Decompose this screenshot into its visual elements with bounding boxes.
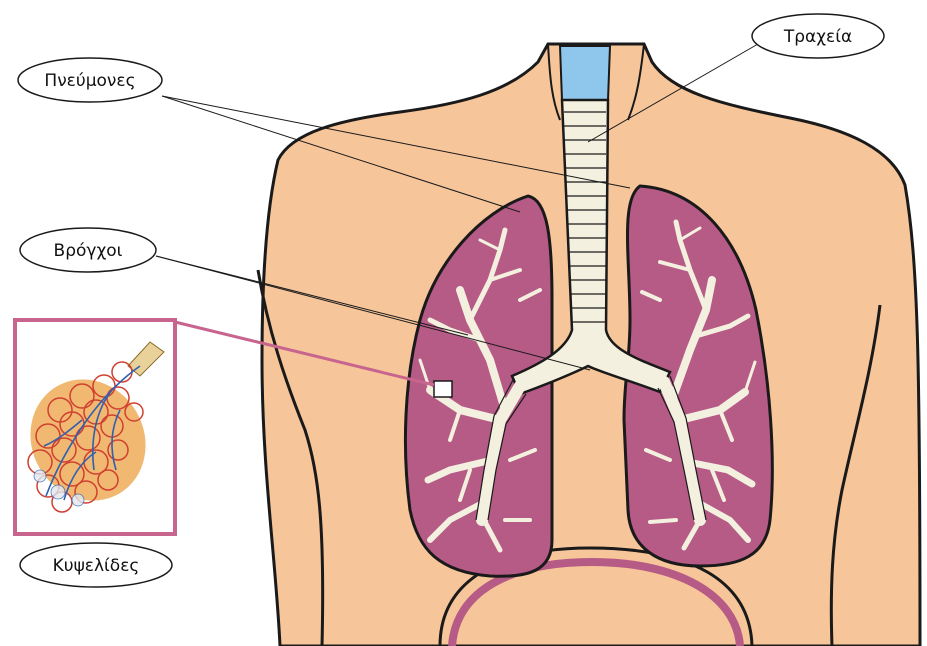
trachea-upper [560,46,610,100]
alveoli-focus-marker [434,381,452,397]
label-lungs-text: Πνεύμονες [44,71,135,91]
label-bronchi-text: Βρόγχοι [54,241,123,261]
label-lungs: Πνεύμονες [18,58,162,102]
label-alveoli-text: Κυψελίδες [53,556,140,576]
label-trachea: Τραχεία [752,14,884,58]
label-trachea-text: Τραχεία [783,27,852,47]
label-bronchi: Βρόγχοι [20,228,156,272]
label-alveoli: Κυψελίδες [20,543,172,587]
